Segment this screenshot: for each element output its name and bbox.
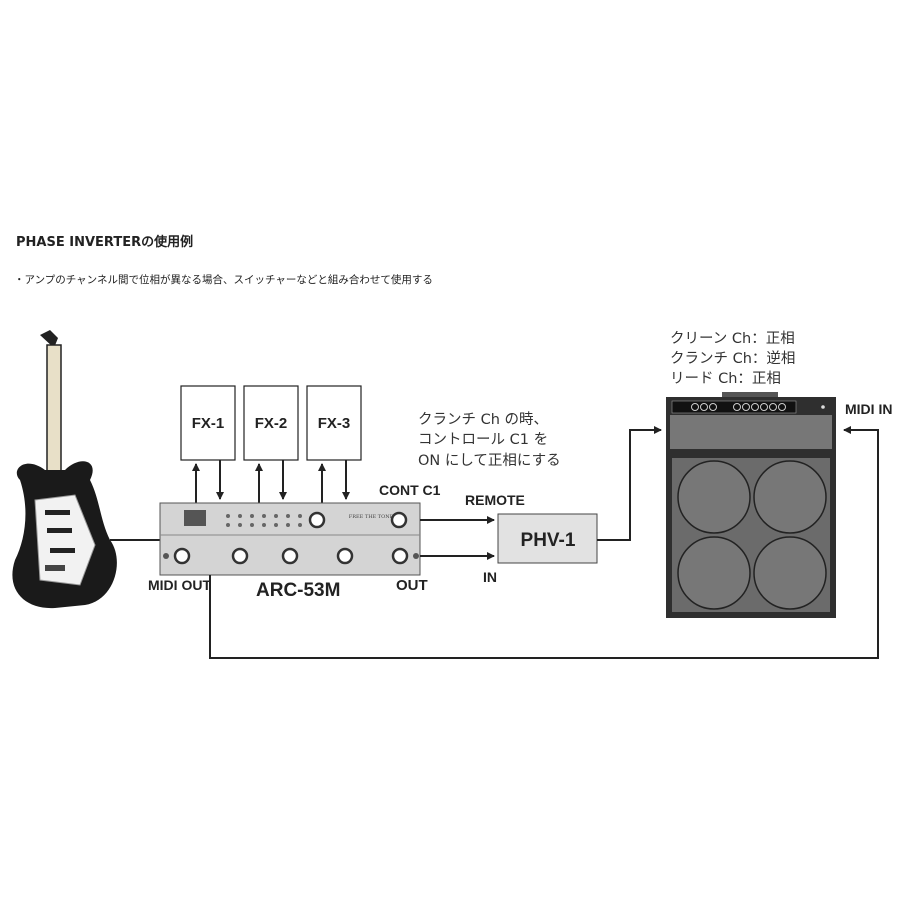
note-line: クランチ Ch の時、	[418, 411, 548, 428]
fx-1-box: FX-1	[180, 385, 236, 461]
out-label: OUT	[396, 577, 428, 594]
fx-2-box: FX-2	[243, 385, 299, 461]
midi-cable	[209, 426, 879, 659]
fx-3-box: FX-3	[306, 385, 362, 461]
arc-53m-label: ARC-53M	[256, 580, 340, 601]
note-line: コントロール C1 を	[418, 431, 548, 448]
arc-53m-unit: FREE THE TONE	[159, 502, 421, 576]
fx-1-label: FX-1	[192, 415, 225, 432]
fx-loop-arrows	[192, 460, 350, 503]
phv-1-label: PHV-1	[521, 530, 576, 551]
midi-out-label: MIDI OUT	[148, 577, 211, 593]
phv-1-box: PHV-1	[497, 513, 598, 564]
guitar-icon	[12, 330, 117, 609]
phase-note: クランチ Ch の時、 コントロール C1 を ON にして正相にする	[418, 411, 561, 469]
fx-3-label: FX-3	[318, 415, 351, 432]
channel-phase-list: クリーン Ch：正相 クランチ Ch：逆相 リード Ch：正相	[670, 330, 795, 387]
channel-line: クリーン Ch：正相	[670, 330, 795, 347]
channel-line: クランチ Ch：逆相	[670, 350, 795, 367]
page-title: PHASE INVERTERの使用例	[16, 235, 194, 250]
cont-c1-label: CONT C1	[379, 482, 441, 498]
amp-input-cable	[597, 426, 662, 541]
fx-2-label: FX-2	[255, 415, 288, 432]
note-line: ON にして正相にする	[418, 452, 561, 469]
midi-in-label: MIDI IN	[845, 401, 892, 417]
amp-stack-icon	[666, 392, 836, 618]
channel-line: リード Ch：正相	[670, 370, 781, 387]
brand-logo: FREE THE TONE	[349, 514, 394, 520]
in-label: IN	[483, 569, 497, 585]
page-subtitle: ・アンプのチャンネル間で位相が異なる場合、スイッチャーなどと組み合わせて使用する	[14, 274, 433, 286]
remote-label: REMOTE	[465, 492, 525, 508]
